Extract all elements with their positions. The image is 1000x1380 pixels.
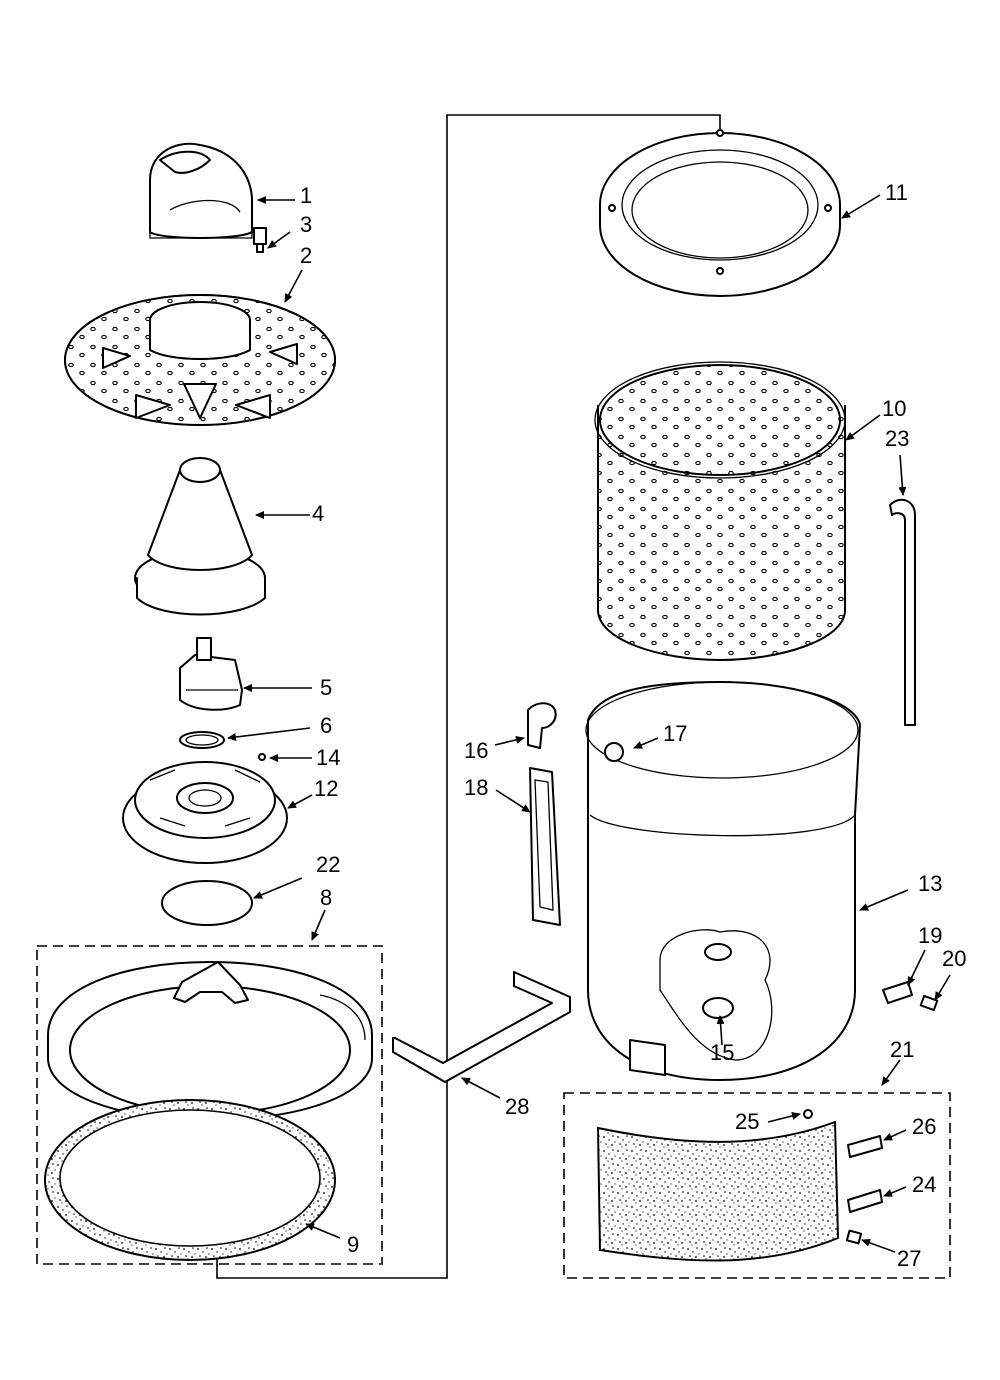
overflow-hose — [889, 498, 916, 726]
callout-22: 22 — [316, 852, 340, 877]
plate-26 — [847, 1135, 883, 1158]
screw-27 — [845, 1229, 863, 1245]
agitator-cap — [149, 142, 253, 239]
callout-4: 4 — [312, 501, 324, 526]
callout-17: 17 — [663, 721, 687, 746]
group-21-outline — [563, 1092, 951, 1279]
bolt — [253, 227, 267, 253]
callout-8: 8 — [320, 885, 332, 910]
bracket — [392, 971, 571, 1083]
callout-20: 20 — [942, 946, 966, 971]
callout-25: 25 — [735, 1109, 759, 1134]
callout-labels: 1 2 3 4 5 6 8 9 10 11 12 13 14 15 16 17 … — [300, 180, 966, 1271]
callout-10: 10 — [882, 396, 906, 421]
group-8-9-outline — [36, 945, 383, 1265]
callout-11: 11 — [885, 180, 908, 205]
tub-ring — [47, 961, 373, 1163]
snap-ring — [179, 731, 225, 749]
leader-lines — [227, 194, 951, 1253]
outer-tub — [585, 681, 861, 1081]
callout-27: 27 — [897, 1246, 921, 1271]
screw — [919, 994, 939, 1012]
hub-base — [122, 761, 288, 864]
callout-12: 12 — [314, 776, 338, 801]
callout-26: 26 — [912, 1114, 936, 1139]
callout-18: 18 — [464, 775, 488, 800]
seal-disc — [161, 880, 253, 926]
callout-16: 16 — [464, 738, 488, 763]
callout-14: 14 — [316, 745, 340, 770]
small-bracket — [882, 981, 913, 1004]
callout-19: 19 — [918, 923, 942, 948]
gasket-ring — [44, 1099, 336, 1261]
callout-5: 5 — [320, 675, 332, 700]
agitator-cone — [134, 457, 266, 616]
callout-28: 28 — [505, 1094, 529, 1119]
balance-ring — [599, 129, 841, 297]
callout-6: 6 — [320, 713, 332, 738]
callout-15: 15 — [710, 1040, 734, 1065]
small-ball — [258, 753, 266, 761]
callout-23: 23 — [885, 426, 909, 451]
callout-13: 13 — [918, 871, 942, 896]
callout-2: 2 — [300, 243, 312, 268]
spin-basket — [594, 361, 846, 662]
callout-21: 21 — [890, 1037, 914, 1062]
washer — [803, 1109, 813, 1119]
callout-1: 1 — [300, 183, 312, 208]
plate-24 — [847, 1189, 883, 1213]
strap — [529, 767, 561, 926]
spin-plate — [64, 294, 336, 426]
insulation-pad — [596, 1120, 840, 1262]
drive-block — [179, 637, 243, 711]
callout-24: 24 — [912, 1172, 936, 1197]
callout-9: 9 — [347, 1232, 359, 1257]
callout-3: 3 — [300, 212, 312, 237]
clip — [527, 702, 557, 749]
